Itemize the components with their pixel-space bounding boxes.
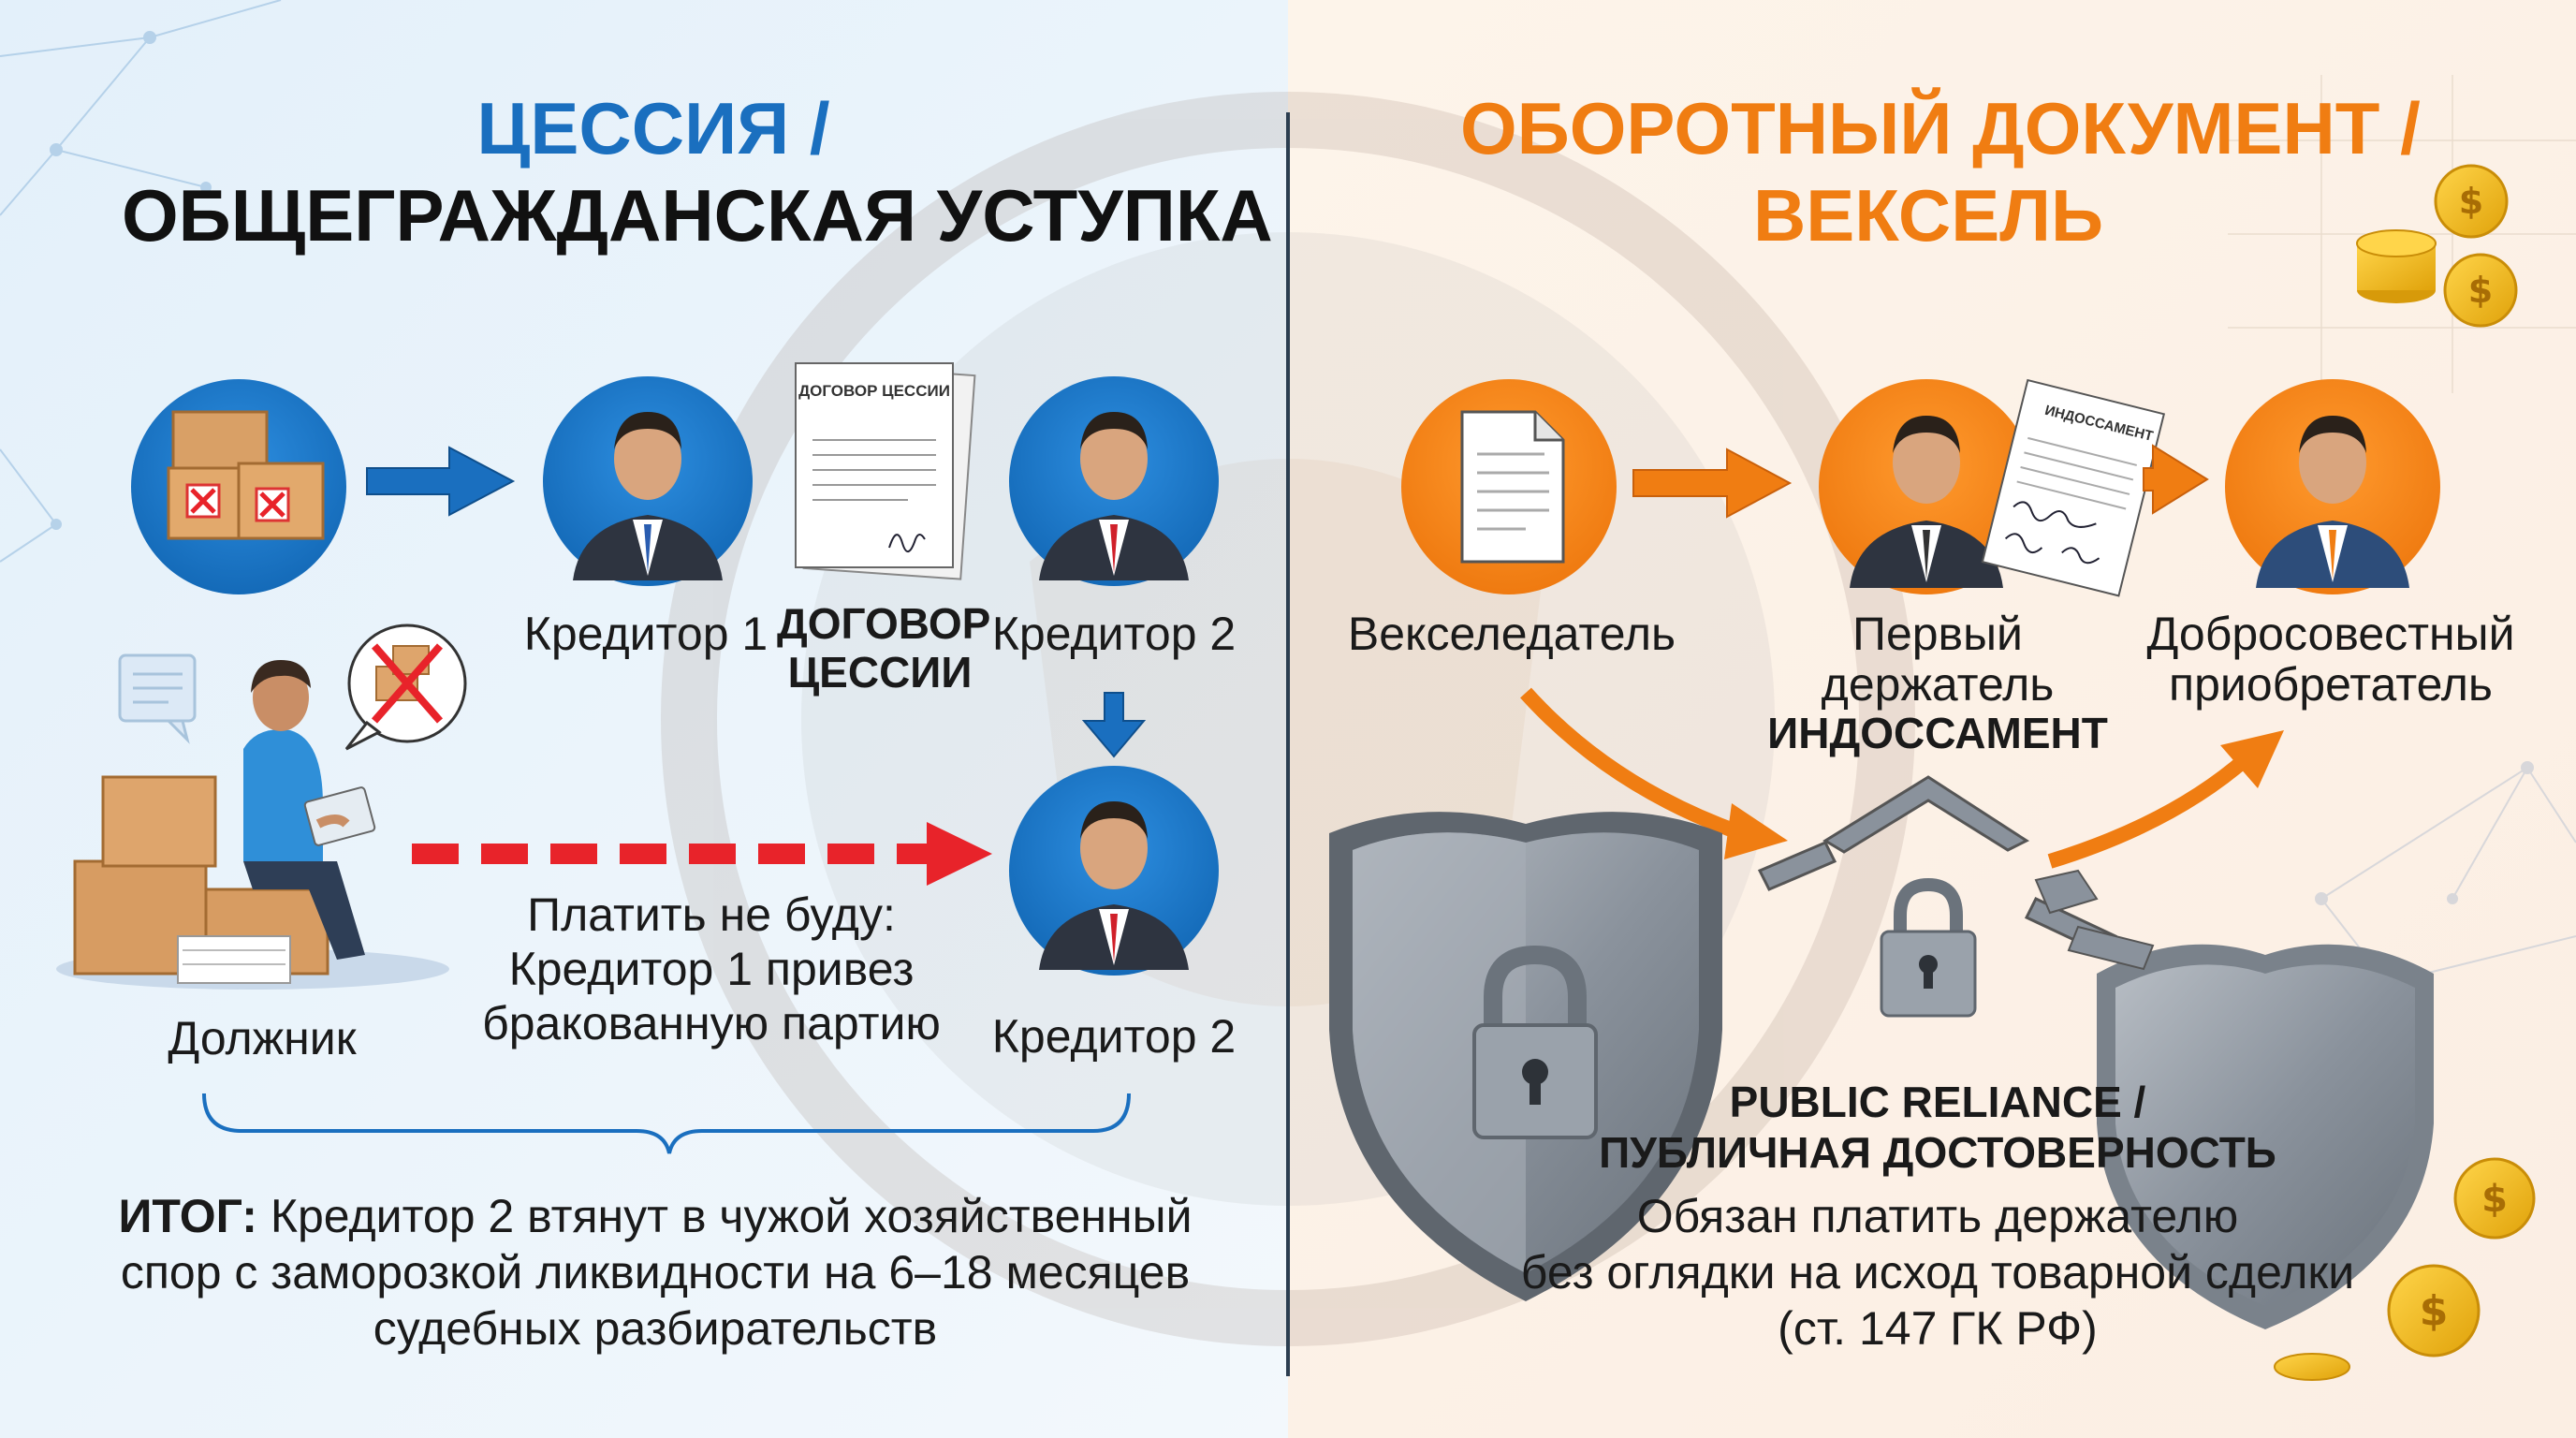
right-title-line2: ВЕКСЕЛЬ	[1752, 174, 2104, 257]
svg-text:$: $	[2420, 1287, 2449, 1335]
endorsement-document-icon	[1981, 378, 2166, 597]
result-line3: судебных разбирательств	[373, 1302, 938, 1355]
summary-bracket	[202, 1093, 1131, 1154]
chat-icon	[118, 653, 197, 744]
debtor-illustration	[56, 660, 449, 990]
refusal-dashed-arrow	[412, 822, 992, 886]
defective-goods-circle	[131, 379, 346, 594]
result-line1: ИТОГ: Кредитор 2 втянут в чужой хозяйств…	[56, 1189, 1254, 1243]
coin-icon: $ $	[2356, 164, 2518, 328]
contract-document-icon	[795, 362, 976, 580]
svg-text:$: $	[2459, 181, 2483, 222]
person-icon	[1850, 416, 2003, 588]
svg-text:$: $	[2468, 270, 2493, 311]
drawer-avatar	[1401, 379, 1617, 594]
lock-icon	[1472, 945, 1598, 1139]
document-icon	[1460, 410, 1565, 564]
creditor2-bottom-label: Кредитор 2	[991, 1010, 1237, 1063]
refusal-text-line3: бракованную партию	[482, 997, 941, 1049]
person-icon	[1039, 801, 1189, 970]
arrow-down-icon	[1081, 692, 1147, 758]
creditor2-bottom-avatar	[1009, 766, 1219, 976]
creditor1-avatar	[543, 376, 753, 586]
arrow-icon	[366, 446, 516, 517]
left-title-line2: ОБЩЕГРАЖДАНСКАЯ УСТУПКА	[122, 174, 1273, 257]
shield-icon	[2097, 944, 2434, 1329]
lock-icon	[1880, 877, 1977, 1018]
acquirer-label-line2: приобретатель	[2169, 658, 2493, 711]
person-icon	[1039, 412, 1189, 580]
reliance-text-line2: без оглядки на исход товарной сделки	[1520, 1246, 2355, 1299]
result-prefix: ИТОГ:	[118, 1190, 257, 1242]
holder-label-line2: держатель	[1821, 658, 2055, 711]
reliance-text-line1: Обязан платить держателю	[1636, 1190, 2239, 1242]
result-line2: спор с заморозкой ликвидности на 6–18 ме…	[120, 1246, 1191, 1299]
network-decoration-left	[0, 0, 282, 563]
result-line1-text: Кредитор 2 втянут в чужой хозяйственный	[270, 1190, 1193, 1242]
creditor2-label: Кредитор 2	[991, 608, 1237, 660]
refusal-text-line2: Кредитор 1 привез	[508, 943, 915, 995]
curved-arrow-icon	[1520, 687, 1744, 841]
creditor1-label: Кредитор 1	[523, 608, 768, 660]
boxes-icon	[167, 410, 325, 540]
arrow-icon	[1632, 448, 1793, 519]
right-title-line1: ОБОРОТНЫЙ ДОКУМЕНТ /	[1460, 87, 2421, 169]
reliance-title-line1: PUBLIC RELIANCE /	[1729, 1078, 2146, 1126]
person-icon	[2256, 416, 2409, 588]
reliance-title-line2: ПУБЛИЧНАЯ ДОСТОВЕРНОСТЬ	[1599, 1128, 2276, 1177]
holder-label-line3: ИНДОССАМЕНТ	[1767, 709, 2108, 757]
left-title-line1: ЦЕССИЯ /	[476, 87, 830, 169]
acquirer-label-line1: Добросовестный	[2146, 608, 2515, 660]
broken-link-pieces	[2034, 869, 2155, 971]
contract-label: ДОГОВОР ЦЕССИИ	[777, 599, 991, 697]
reliance-text-line3: (ст. 147 ГК РФ)	[1778, 1302, 2098, 1355]
refusal-thought-bubble	[344, 624, 467, 751]
creditor2-avatar	[1009, 376, 1219, 586]
coin-icon: $ $	[2274, 1157, 2536, 1381]
refusal-text-line1: Платить не буду:	[527, 888, 896, 941]
person-icon	[573, 412, 723, 580]
holder-label-line1: Первый	[1852, 608, 2023, 660]
svg-text:$: $	[2481, 1178, 2508, 1221]
contract-doc-title: ДОГОВОР ЦЕССИИ	[798, 382, 950, 400]
curved-arrow-icon	[2047, 752, 2252, 869]
drawer-label: Векселедатель	[1347, 608, 1676, 660]
first-holder-avatar	[1819, 379, 2034, 594]
debtor-label: Должник	[168, 1012, 357, 1064]
arrow-icon	[2143, 444, 2209, 515]
acquirer-avatar	[2225, 379, 2440, 594]
